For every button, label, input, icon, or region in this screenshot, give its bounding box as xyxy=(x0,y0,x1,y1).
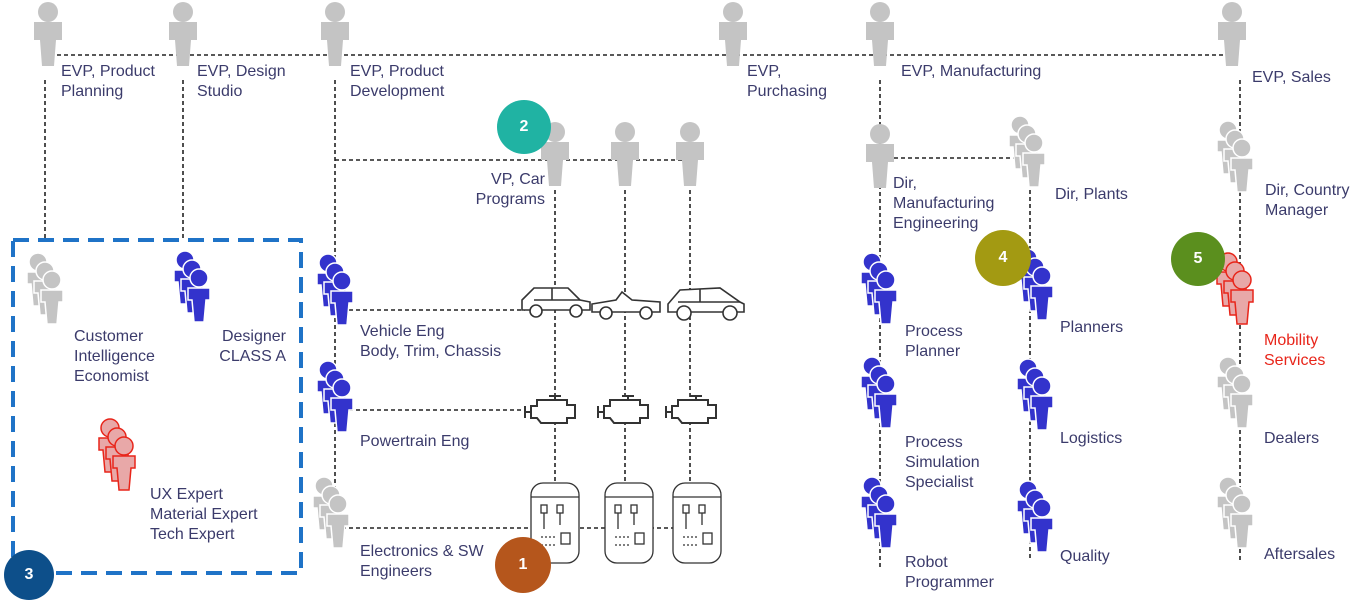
quality-team-icon xyxy=(1017,481,1053,552)
powertrain-eng-team-icon xyxy=(317,361,353,432)
evp-manufacturing-label: EVP, Manufacturing xyxy=(901,63,1042,80)
car-program-2-person-icon xyxy=(611,122,639,186)
electronics-icon-2 xyxy=(604,482,654,564)
engine-icon-3 xyxy=(665,395,717,424)
evp-purchasing-label: EVP,Purchasing xyxy=(747,63,828,100)
engine-icon-1 xyxy=(524,395,576,424)
customer-intelligence-team-icon xyxy=(27,253,63,324)
aftersales-team-icon xyxy=(1217,477,1253,548)
evp-sales-person-icon xyxy=(1218,2,1246,66)
logistics-team-icon xyxy=(1017,359,1053,430)
car-program-3-person-icon xyxy=(676,122,704,186)
powertrain-eng-label: Powertrain Eng xyxy=(360,433,470,450)
dealers-label: Dealers xyxy=(1264,430,1320,447)
badge-4: 4 xyxy=(975,230,1031,286)
dir-manufacturing-engineering-person-icon xyxy=(866,124,894,188)
evp-purchasing-person-icon xyxy=(719,2,747,66)
vehicle-eng-team-icon xyxy=(317,254,353,325)
ux-expert-team-icon xyxy=(99,419,135,490)
logistics-label: Logistics xyxy=(1060,430,1123,447)
electronics-sw-team-icon xyxy=(313,477,349,548)
dealers-team-icon xyxy=(1217,357,1253,428)
convertible-car-icon xyxy=(591,291,661,320)
badge-1: 1 xyxy=(495,537,551,593)
badge-3: 3 xyxy=(4,550,54,600)
evp-product-planning-person-icon xyxy=(34,2,62,66)
dir-country-manager-team-icon xyxy=(1217,121,1253,192)
dir-plants-label: Dir, Plants xyxy=(1055,186,1128,203)
evp-product-development-person-icon xyxy=(321,2,349,66)
badge-2: 2 xyxy=(497,100,551,154)
electronics-icon-3 xyxy=(672,482,722,564)
dir-plants-team-icon xyxy=(1009,116,1045,187)
process-planner-team-icon xyxy=(861,253,897,324)
quality-label: Quality xyxy=(1060,548,1110,565)
evp-design-studio-person-icon xyxy=(169,2,197,66)
badge-5: 5 xyxy=(1171,232,1225,286)
evp-sales-label: EVP, Sales xyxy=(1252,69,1331,86)
sedan-car-icon xyxy=(521,287,591,318)
robot-programmer-team-icon xyxy=(861,477,897,548)
aftersales-label: Aftersales xyxy=(1264,546,1336,563)
process-simulation-team-icon xyxy=(861,357,897,428)
hatchback-car-icon xyxy=(667,287,745,321)
planners-label: Planners xyxy=(1060,319,1124,336)
evp-manufacturing-person-icon xyxy=(866,2,894,66)
new-roles-highlight-box xyxy=(11,238,303,575)
designer-team-icon xyxy=(174,251,210,322)
engine-icon-2 xyxy=(597,395,649,424)
